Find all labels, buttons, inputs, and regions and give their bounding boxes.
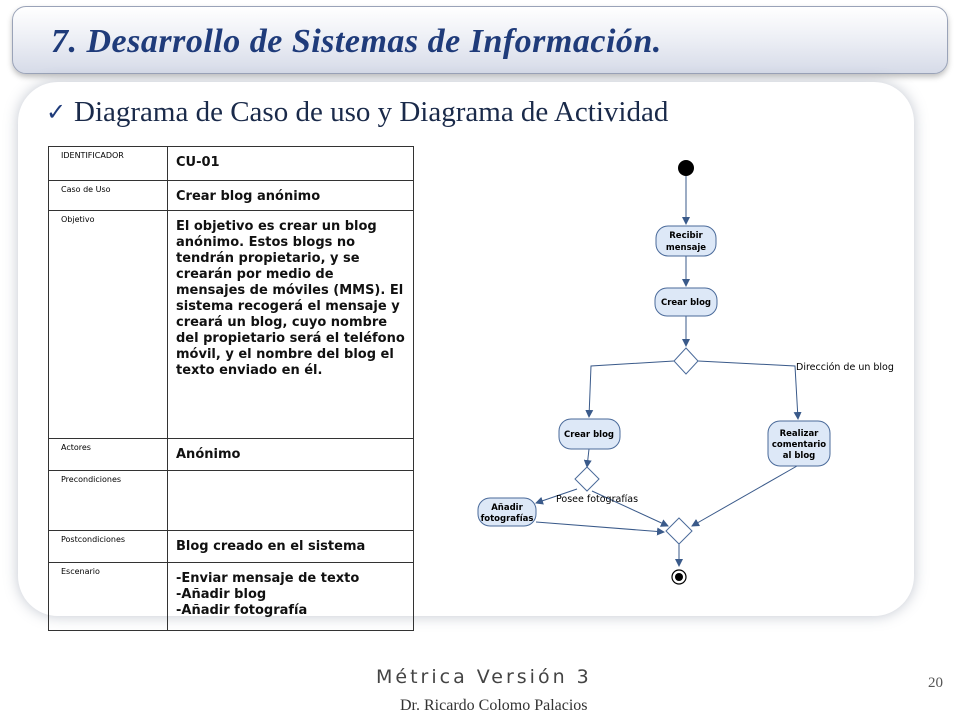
use-case-table: IDENTIFICADOR CU-01 Caso de Uso Crear bl… bbox=[48, 146, 414, 631]
decision-node bbox=[673, 347, 699, 375]
node-label: mensaje bbox=[666, 243, 706, 253]
merge-node bbox=[665, 517, 693, 545]
guard-label: Posee fotografías bbox=[556, 494, 638, 505]
row-value: Blog creado en el sistema bbox=[167, 530, 414, 563]
row-value: CU-01 bbox=[167, 146, 414, 181]
checkmark-icon: ✓ bbox=[46, 98, 67, 126]
initial-node bbox=[678, 160, 694, 176]
node-label: Realizar bbox=[780, 429, 820, 439]
final-node-core bbox=[675, 573, 683, 581]
row-label: IDENTIFICADOR bbox=[48, 146, 168, 181]
node-label: Recibir bbox=[669, 231, 703, 241]
row-label: Postcondiciones bbox=[48, 530, 168, 563]
table-row: Actores Anónimo bbox=[48, 438, 414, 471]
row-value: Anónimo bbox=[167, 438, 414, 471]
slide-title: 7. Desarrollo de Sistemas de Información… bbox=[51, 23, 662, 60]
decision-node bbox=[574, 466, 600, 492]
table-row: Caso de Uso Crear blog anónimo bbox=[48, 180, 414, 211]
action-realizar-comentario bbox=[767, 420, 831, 467]
edge bbox=[535, 521, 665, 536]
row-value: Crear blog anónimo bbox=[167, 180, 414, 211]
table-row: Objetivo El objetivo es crear un blog an… bbox=[48, 210, 414, 439]
action-anadir-fotografias bbox=[477, 497, 537, 527]
node-label: Crear blog bbox=[564, 430, 614, 440]
node-label: fotografías bbox=[481, 514, 534, 524]
footer-brand: Métrica Versión 3 bbox=[376, 666, 592, 688]
row-label: Actores bbox=[48, 438, 168, 471]
edge bbox=[591, 490, 669, 527]
edge bbox=[697, 360, 802, 420]
table-row: Postcondiciones Blog creado en el sistem… bbox=[48, 530, 414, 563]
node-label: comentario bbox=[772, 440, 826, 450]
action-recibir-mensaje bbox=[655, 225, 717, 257]
table-row: Escenario -Enviar mensaje de texto -Añad… bbox=[48, 562, 414, 631]
edge bbox=[583, 448, 592, 468]
row-value: -Enviar mensaje de texto -Añadir blog -A… bbox=[167, 562, 414, 631]
edge bbox=[535, 488, 578, 505]
node-label: al blog bbox=[783, 451, 816, 461]
row-label: Escenario bbox=[48, 562, 168, 631]
node-label: Crear blog bbox=[661, 298, 711, 308]
scenario-line: -Añadir fotografía bbox=[176, 603, 308, 618]
row-value: El objetivo es crear un blog anónimo. Es… bbox=[167, 210, 414, 439]
edge bbox=[585, 360, 675, 418]
title-bar: 7. Desarrollo de Sistemas de Información… bbox=[12, 6, 948, 74]
footer-author: Dr. Ricardo Colomo Palacios bbox=[400, 697, 588, 714]
scenario-line: -Añadir blog bbox=[176, 587, 267, 602]
guard-label: Dirección de un blog bbox=[796, 362, 894, 373]
node-label: Añadir bbox=[491, 503, 523, 513]
row-label: Objetivo bbox=[48, 210, 168, 439]
edge bbox=[691, 465, 798, 527]
action-crear-blog-top bbox=[654, 287, 718, 317]
scenario-line: -Enviar mensaje de texto bbox=[176, 571, 360, 586]
table-row: IDENTIFICADOR CU-01 bbox=[48, 146, 414, 181]
action-crear-blog-left bbox=[558, 418, 621, 450]
row-value bbox=[167, 470, 414, 531]
table-row: Precondiciones bbox=[48, 470, 414, 531]
slide-subtitle: Diagrama de Caso de uso y Diagrama de Ac… bbox=[74, 96, 669, 128]
page-number: 20 bbox=[928, 675, 943, 691]
row-label: Precondiciones bbox=[48, 470, 168, 531]
